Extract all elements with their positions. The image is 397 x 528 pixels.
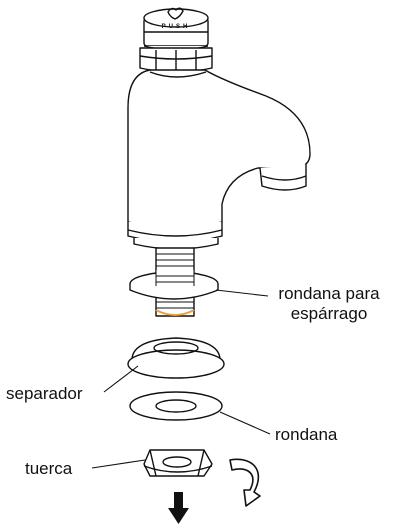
label-stud-washer-line1: rondana para [278, 284, 380, 303]
label-nut: tuerca [25, 459, 73, 478]
washer [129, 391, 223, 421]
cap-hex-nut [139, 47, 213, 73]
leader-stud-washer [215, 289, 269, 297]
rotation-arrow-icon [229, 458, 261, 507]
nut [143, 449, 213, 477]
stud-washer [129, 270, 219, 300]
leader-spacer [103, 365, 139, 393]
spacer [127, 337, 225, 379]
label-spacer: separador [6, 384, 83, 403]
leader-washer [219, 411, 271, 435]
label-washer: rondana [275, 425, 338, 444]
faucet-body [127, 69, 311, 250]
label-stud-washer: rondana para espárrago [268, 284, 390, 324]
down-arrow-icon [168, 492, 189, 524]
label-stud-washer-line2: espárrago [290, 304, 368, 323]
leader-nut [91, 459, 146, 469]
push-button: PUSH [143, 7, 209, 51]
push-text: PUSH [162, 24, 191, 30]
